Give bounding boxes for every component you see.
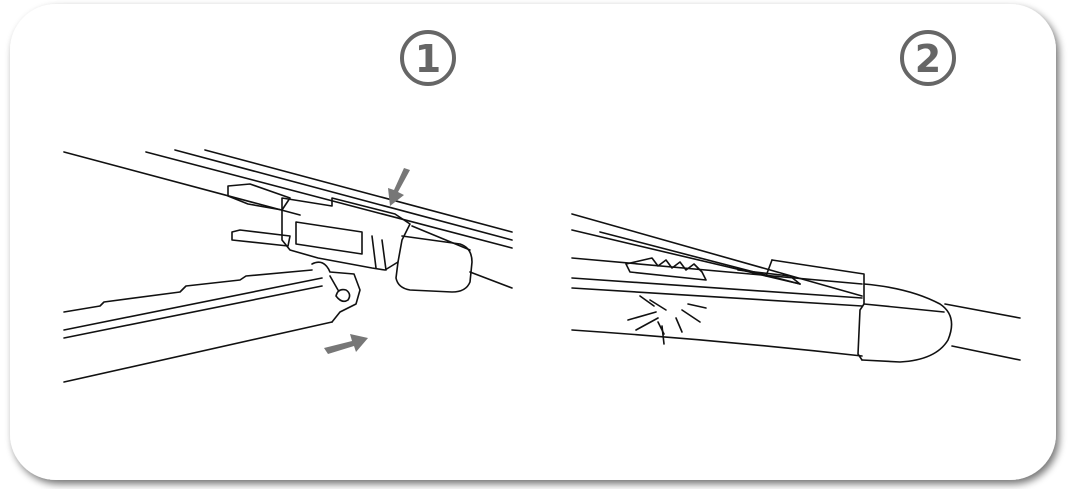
slide-in-arrow bbox=[324, 334, 368, 354]
blade-assembly-step-2 bbox=[571, 257, 953, 363]
step-2-badge: 2 bbox=[900, 30, 956, 86]
wiper-blade-step-1 bbox=[63, 261, 361, 383]
step-1-badge: 1 bbox=[400, 30, 456, 86]
wiper-arm-step-1 bbox=[63, 149, 513, 289]
step-1-number: 1 bbox=[415, 37, 441, 81]
adapter-clip-step-1 bbox=[227, 183, 473, 293]
panel-frame bbox=[10, 4, 1056, 480]
step-2-illustration bbox=[571, 213, 1021, 363]
click-burst-icon bbox=[627, 295, 707, 335]
step-2-number: 2 bbox=[915, 37, 941, 81]
step-1-illustration bbox=[63, 149, 513, 383]
push-down-arrow bbox=[388, 168, 410, 206]
